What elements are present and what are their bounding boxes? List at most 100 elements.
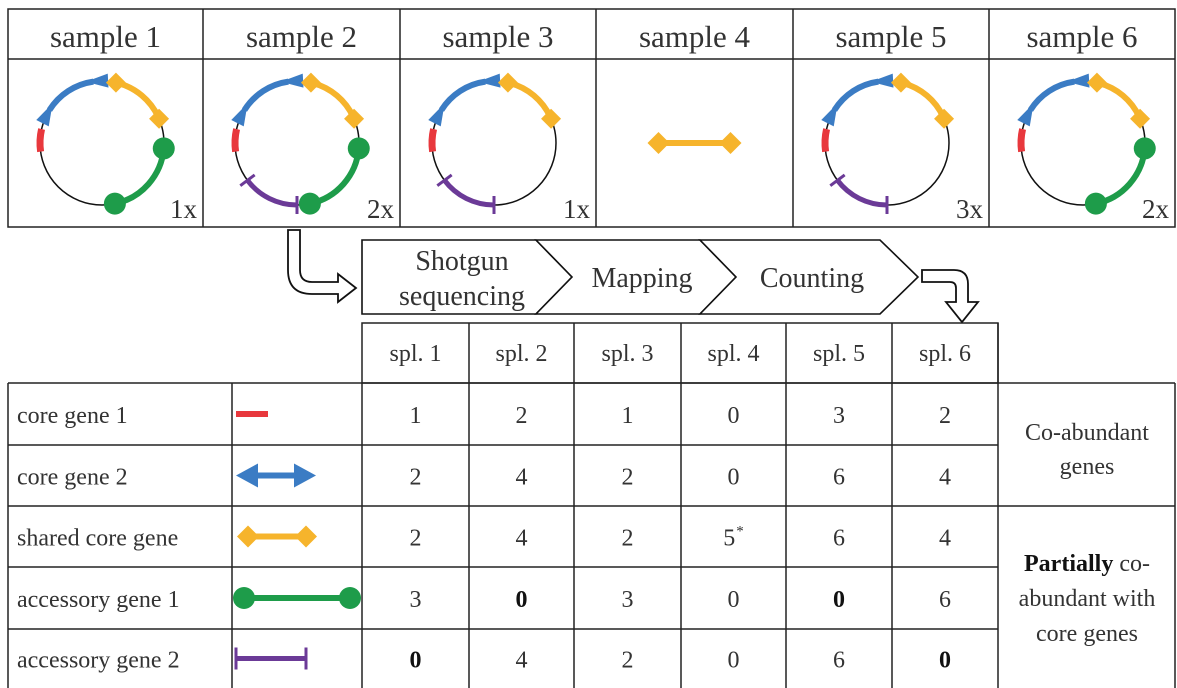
accessory-gene-1-icon xyxy=(1084,137,1156,215)
row-label: core gene 1 xyxy=(17,403,128,429)
accessory-gene-2-icon xyxy=(436,173,496,214)
pipeline-chevron xyxy=(698,239,920,315)
count-table: spl. 1 spl. 2 spl. 3 spl. 4 spl. 5 spl. 6 core… xyxy=(7,322,1176,688)
table-cell: 0 xyxy=(728,587,740,613)
sample-panel-1: sample 1 1x xyxy=(36,19,198,224)
footnote-mark: * xyxy=(736,524,744,540)
shared-core-gene-icon xyxy=(1086,72,1151,129)
table-cell: 0 xyxy=(939,648,951,674)
sample-panel-4: sample 4 xyxy=(639,19,751,154)
sample-panel-6: sample 6 2x xyxy=(1017,19,1170,224)
shared-core-gene-icon xyxy=(890,72,955,129)
sample-header: sample 5 xyxy=(835,19,946,54)
table-row: shared core gene 2 4 2 5* 6 4 xyxy=(17,524,951,552)
sample-panel-3: sample 3 1x xyxy=(428,19,591,224)
table-cell: 3 xyxy=(622,587,634,613)
group-label-line: abundant with xyxy=(1019,586,1156,612)
pipeline-step-label: sequencing xyxy=(399,281,525,312)
row-label: shared core gene xyxy=(17,526,178,552)
core-gene-2-icon xyxy=(1017,73,1090,127)
green-dumbbell-icon xyxy=(233,587,361,609)
table-cell: 4 xyxy=(939,526,951,552)
table-cell: 1 xyxy=(410,403,422,429)
table-cell: 4 xyxy=(516,465,528,491)
column-header: spl. 6 xyxy=(919,341,971,367)
blue-double-arrow-icon xyxy=(236,463,316,488)
table-cell: 2 xyxy=(410,465,422,491)
pipeline-step-label: Shotgun xyxy=(415,246,508,277)
table-cell: 6 xyxy=(939,587,951,613)
column-header: spl. 4 xyxy=(707,341,759,367)
group-label-line: genes xyxy=(1060,454,1115,480)
pipeline-step-3: Counting xyxy=(698,239,920,315)
table-cell: 2 xyxy=(622,465,634,491)
sample-header: sample 4 xyxy=(639,19,751,54)
table-cell: 6 xyxy=(833,648,845,674)
bent-arrow-out xyxy=(921,269,980,324)
sample-multiplicity: 1x xyxy=(563,194,591,224)
sample-multiplicity: 1x xyxy=(170,194,198,224)
sample-header: sample 3 xyxy=(442,19,553,54)
sample-panel-2: sample 2 2x xyxy=(231,19,395,224)
core-gene-2-icon xyxy=(231,73,304,127)
core-gene-1-icon xyxy=(231,128,241,153)
table-cell: 0 xyxy=(728,465,740,491)
group-label-line: core genes xyxy=(1036,621,1138,647)
core-gene-2-icon xyxy=(36,73,109,127)
core-gene-1-icon xyxy=(428,128,438,153)
pipeline-step-label: Mapping xyxy=(591,263,692,294)
table-cell: 4 xyxy=(939,465,951,491)
table-cell: 2 xyxy=(516,403,528,429)
accessory-gene-1-icon xyxy=(298,137,370,215)
yellow-diamond-ended-icon xyxy=(237,525,317,548)
table-cell: 2 xyxy=(622,526,634,552)
sample-header: sample 6 xyxy=(1026,19,1137,54)
core-gene-1-icon xyxy=(36,128,46,153)
table-cell: 4 xyxy=(516,648,528,674)
column-header: spl. 3 xyxy=(601,341,653,367)
table-cell: 4 xyxy=(516,526,528,552)
accessory-gene-1-icon xyxy=(103,137,175,215)
table-cell: 3 xyxy=(410,587,422,613)
sample-header: sample 1 xyxy=(50,19,161,54)
table-cell: 0 xyxy=(833,587,845,613)
accessory-gene-2-icon xyxy=(829,173,889,214)
table-header-box xyxy=(361,322,999,384)
table-cell: 6 xyxy=(833,526,845,552)
sample-header: sample 2 xyxy=(246,19,357,54)
table-cell: 2 xyxy=(622,648,634,674)
core-gene-2-icon xyxy=(821,73,894,127)
core-gene-1-icon xyxy=(821,128,831,153)
sample-panel-5: sample 5 3x xyxy=(821,19,984,224)
shared-core-gene-icon xyxy=(300,72,365,129)
table-cell: 0 xyxy=(516,587,528,613)
column-header: spl. 5 xyxy=(813,341,865,367)
table-cell: 0 xyxy=(728,648,740,674)
row-label: accessory gene 2 xyxy=(17,648,180,674)
table-cell: 5* xyxy=(723,524,744,552)
sample-multiplicity: 2x xyxy=(1142,194,1170,224)
table-cell: 3 xyxy=(833,403,845,429)
table-cell: 2 xyxy=(939,403,951,429)
table-cell: 1 xyxy=(622,403,634,429)
samples-panel: sample 1 1x sample 2 2x sample 3 1x sample 4 sa… xyxy=(7,8,1176,228)
pipeline: Shotgun sequencing Mapping Counting xyxy=(287,229,980,324)
core-gene-2-icon xyxy=(428,73,501,127)
column-header: spl. 1 xyxy=(389,341,441,367)
table-cell: 2 xyxy=(410,526,422,552)
accessory-gene-2-icon xyxy=(239,173,299,214)
bent-arrow-in xyxy=(287,229,358,304)
shared-core-gene-icon xyxy=(497,72,562,129)
column-header: spl. 2 xyxy=(495,341,547,367)
sample-multiplicity: 3x xyxy=(956,194,984,224)
shared-core-gene-icon xyxy=(647,132,742,154)
purple-bracket-icon xyxy=(234,647,308,670)
pipeline-step-label: Counting xyxy=(760,263,864,294)
table-cell: 6 xyxy=(833,465,845,491)
sample-multiplicity: 2x xyxy=(367,194,395,224)
